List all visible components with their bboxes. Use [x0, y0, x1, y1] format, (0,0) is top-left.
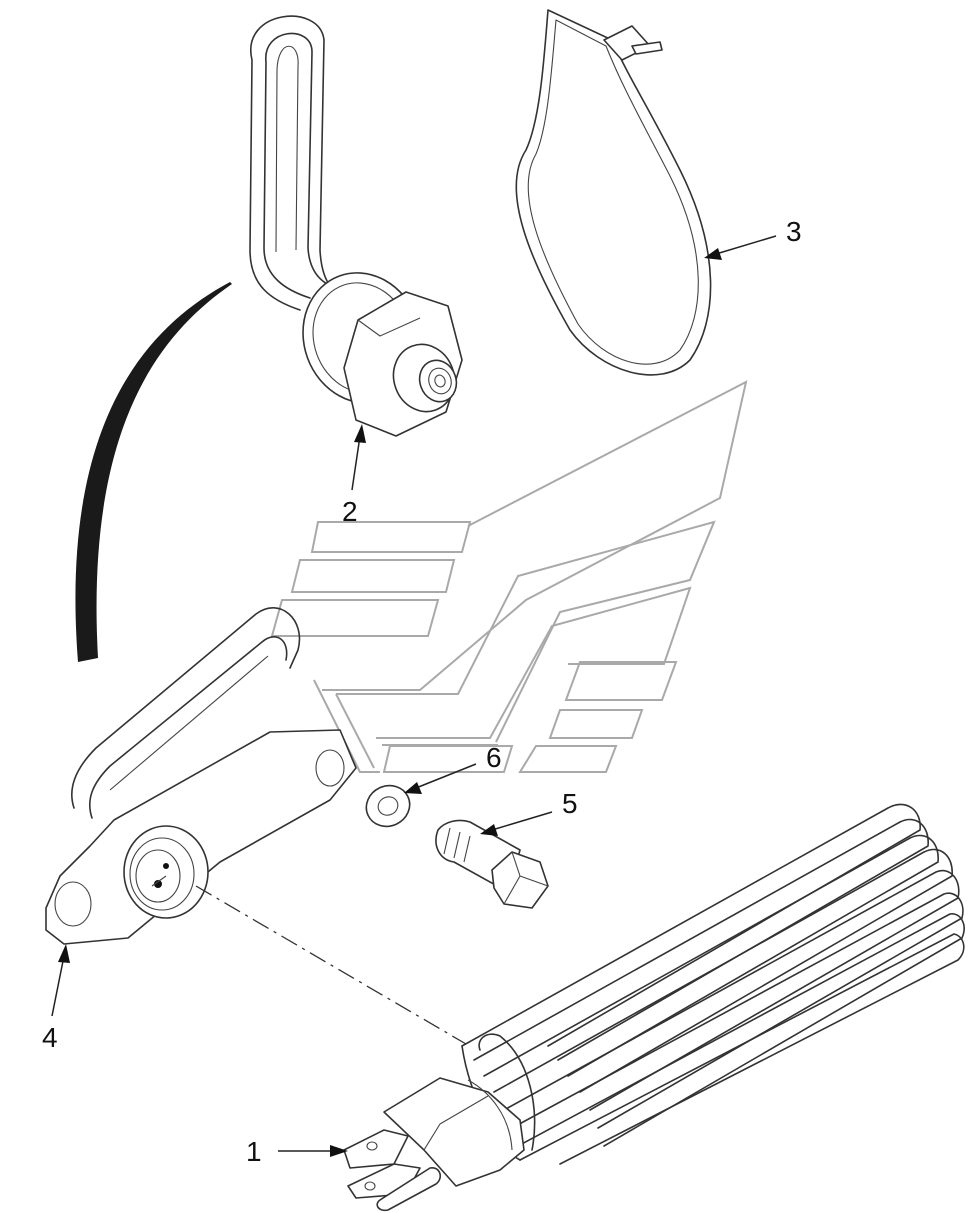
- leader-2: [351, 424, 366, 491]
- part-2-heater-element: [249, 15, 463, 437]
- leader-4: [51, 944, 70, 1017]
- callout-1: 1: [246, 1136, 262, 1167]
- callout-6: 6: [486, 742, 502, 773]
- assembly-centerline: [195, 885, 467, 1045]
- leader-6: [404, 763, 477, 794]
- leader-1: [278, 1145, 348, 1157]
- watermark-logo: [270, 380, 748, 773]
- callout-3: 3: [786, 216, 802, 247]
- part-1-heating-element: [343, 803, 965, 1212]
- callout-5: 5: [562, 788, 578, 819]
- part-4-mounting-bracket: [45, 607, 357, 945]
- part-5-bolt: [435, 819, 549, 909]
- leader-3: [704, 235, 777, 260]
- curved-hose-arc: [75, 282, 232, 662]
- callout-2: 2: [342, 496, 358, 527]
- part-3-hanger-bracket: [515, 9, 712, 376]
- part-6-washer: [365, 784, 411, 828]
- leader-5: [480, 811, 553, 836]
- callout-4: 4: [42, 1022, 58, 1053]
